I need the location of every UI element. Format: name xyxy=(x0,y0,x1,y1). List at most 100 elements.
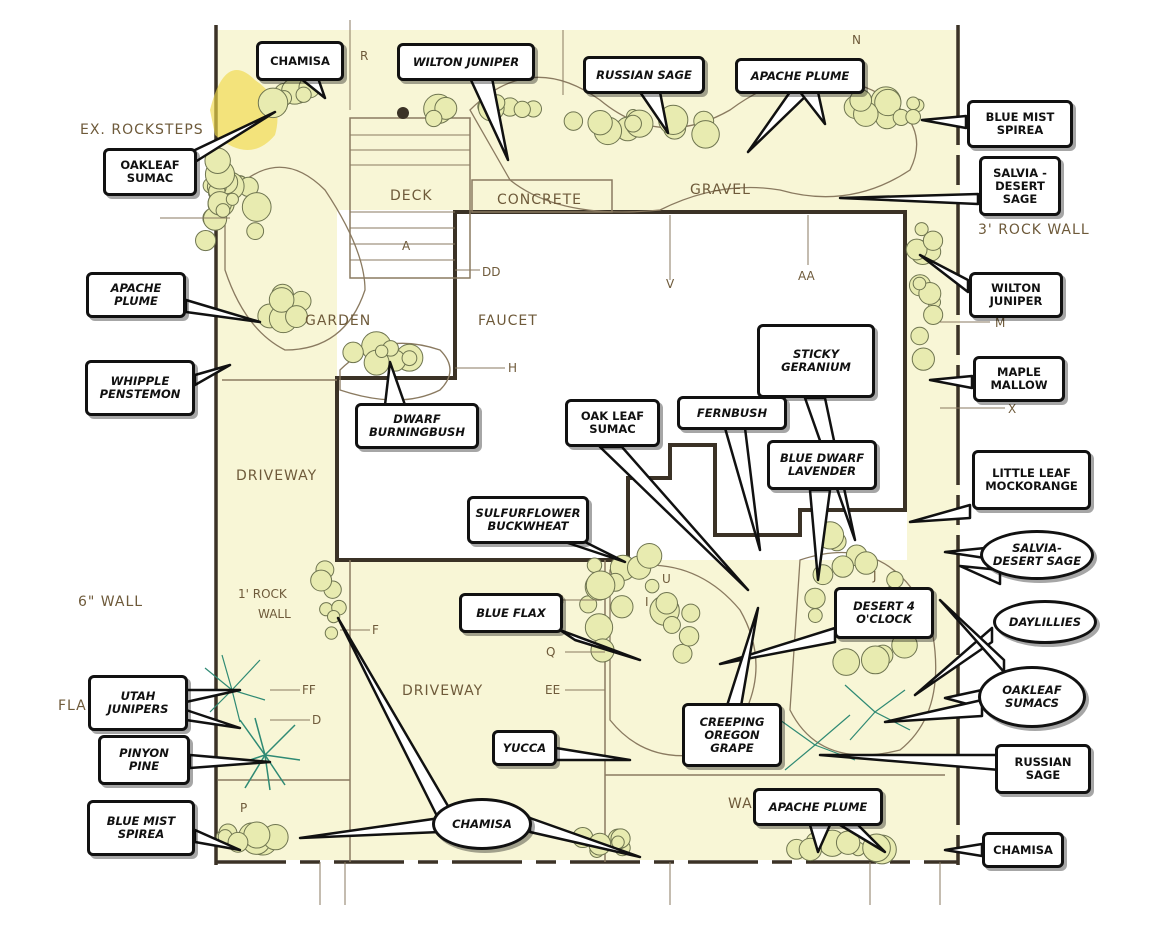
letter-i: I xyxy=(645,595,649,609)
callout-utah-junipers: UTAH JUNIPERS xyxy=(88,675,188,731)
shrub xyxy=(906,96,920,111)
shrub xyxy=(295,86,312,103)
shrub xyxy=(241,192,272,222)
shrub xyxy=(225,192,239,206)
shrub xyxy=(655,592,678,615)
concrete-strip xyxy=(471,179,613,213)
callout-chamisa-bottom: CHAMISA xyxy=(432,798,532,850)
callout-fernbush: FERNBUSH xyxy=(677,396,787,430)
callout-creeping-oregon-grape: CREEPING OREGON GRAPE xyxy=(682,703,782,767)
callout-blue-mist-spirea-bottom: BLUE MIST SPIREA xyxy=(87,800,195,856)
shrub xyxy=(585,570,616,601)
callout-apache-plume-top: APACHE PLUME xyxy=(735,58,865,94)
tree-trunk xyxy=(397,107,409,119)
shrub xyxy=(610,595,634,619)
deck-boards xyxy=(350,134,470,261)
callout-little-leaf-mockorange: LITTLE LEAF MOCKORANGE xyxy=(972,450,1091,510)
letter-m: M xyxy=(995,316,1005,330)
letter-x: X xyxy=(1008,402,1016,416)
shrub xyxy=(678,626,700,647)
callout-oakleaf-sumacs: OAKLEAF SUMACS xyxy=(978,666,1086,728)
shrub xyxy=(832,648,861,676)
label-fla: FLA xyxy=(58,698,87,714)
shrub xyxy=(912,276,927,291)
shrub xyxy=(886,571,904,589)
label-gravel: GRAVEL xyxy=(690,182,751,198)
label-garden: GARDEN xyxy=(305,313,371,329)
label-concrete: CONCRETE xyxy=(497,192,582,208)
callout-yucca: YUCCA xyxy=(492,730,557,766)
letter-aa: AA xyxy=(798,269,816,283)
shrub xyxy=(911,347,935,371)
shrub xyxy=(425,109,443,128)
callout-maple-mallow: MAPLE MALLOW xyxy=(973,356,1065,402)
shrub xyxy=(401,350,418,367)
letter-j: J xyxy=(872,569,877,583)
callout-apache-plume-left: APACHE PLUME xyxy=(86,272,186,318)
callout-blue-dwarf-lavender: BLUE DWARF LAVENDER xyxy=(767,440,877,490)
label-walk: WA xyxy=(728,796,753,812)
label-six-wall: 6" WALL xyxy=(78,594,143,610)
shrub-symbols xyxy=(195,76,944,865)
letter-v: V xyxy=(666,277,675,291)
label-driveway-mid: DRIVEWAY xyxy=(402,683,483,699)
label-ex-rocksteps: EX. ROCKSTEPS xyxy=(80,122,204,138)
label-three-rock-wall: 3' ROCK WALL xyxy=(978,222,1090,238)
survey-lines xyxy=(160,20,1005,905)
shrub xyxy=(914,222,929,237)
shrub xyxy=(910,326,929,346)
label-faucet: FAUCET xyxy=(478,313,538,329)
callout-daylillies: DAYLILLIES xyxy=(993,600,1097,644)
letter-h: H xyxy=(508,361,517,375)
deck-area xyxy=(349,117,471,279)
callout-pinyon-pine: PINYON PINE xyxy=(98,735,190,785)
callout-wilton-juniper-top: WILTON JUNIPER xyxy=(397,43,535,81)
letter-u: U xyxy=(662,572,671,586)
letter-d: D xyxy=(312,713,321,727)
shrub xyxy=(807,608,823,623)
callout-apache-plume-bottom: APACHE PLUME xyxy=(753,788,883,826)
letter-ee: EE xyxy=(545,683,560,697)
callout-pointers xyxy=(184,76,1006,859)
shrub xyxy=(874,88,902,117)
letter-dd: DD xyxy=(482,265,500,279)
callout-sticky-geranium: STICKY GERANIUM xyxy=(757,324,875,398)
letter-p: P xyxy=(240,801,247,815)
shrub xyxy=(310,569,333,592)
shrub xyxy=(584,613,614,642)
shrub xyxy=(644,578,660,594)
callout-russian-sage-right: RUSSIAN SAGE xyxy=(995,744,1091,794)
shrub xyxy=(624,114,642,133)
callout-sulfurflower-buckwheat: SULFURFLOWER BUCKWHEAT xyxy=(467,496,589,544)
shrub xyxy=(691,120,720,149)
label-deck: DECK xyxy=(390,188,433,204)
shrub xyxy=(587,109,613,136)
shrub xyxy=(662,615,681,634)
shrub xyxy=(324,626,339,640)
shrub xyxy=(681,603,701,623)
callout-russian-sage-top: RUSSIAN SAGE xyxy=(583,56,705,94)
letter-a: A xyxy=(402,239,411,253)
shrub xyxy=(586,557,603,573)
north-arrow-label: N xyxy=(852,33,861,47)
shrub xyxy=(268,287,295,313)
shrub xyxy=(636,542,663,569)
shrub xyxy=(831,555,854,578)
shrub xyxy=(854,551,879,575)
callout-chamisa-top: CHAMISA xyxy=(256,41,344,81)
callout-desert-4-oclock: DESERT 4 O'CLOCK xyxy=(834,587,934,639)
callout-salvia-desert-sage-right: SALVIA- DESERT SAGE xyxy=(980,530,1094,580)
shrub xyxy=(195,229,217,252)
callout-dwarf-burningbush: DWARF BURNINGBUSH xyxy=(355,403,479,449)
shrub xyxy=(327,609,341,624)
letter-ff: FF xyxy=(302,683,316,697)
shrub xyxy=(513,100,531,119)
shrub xyxy=(285,305,308,328)
shrub xyxy=(374,344,389,358)
callout-blue-mist-spirea-top: BLUE MIST SPIREA xyxy=(967,100,1073,148)
shrub xyxy=(923,304,944,325)
callout-oakleaf-sumac-left: OAKLEAF SUMAC xyxy=(103,148,197,196)
shrub xyxy=(804,587,826,609)
label-driveway-left: DRIVEWAY xyxy=(236,468,317,484)
